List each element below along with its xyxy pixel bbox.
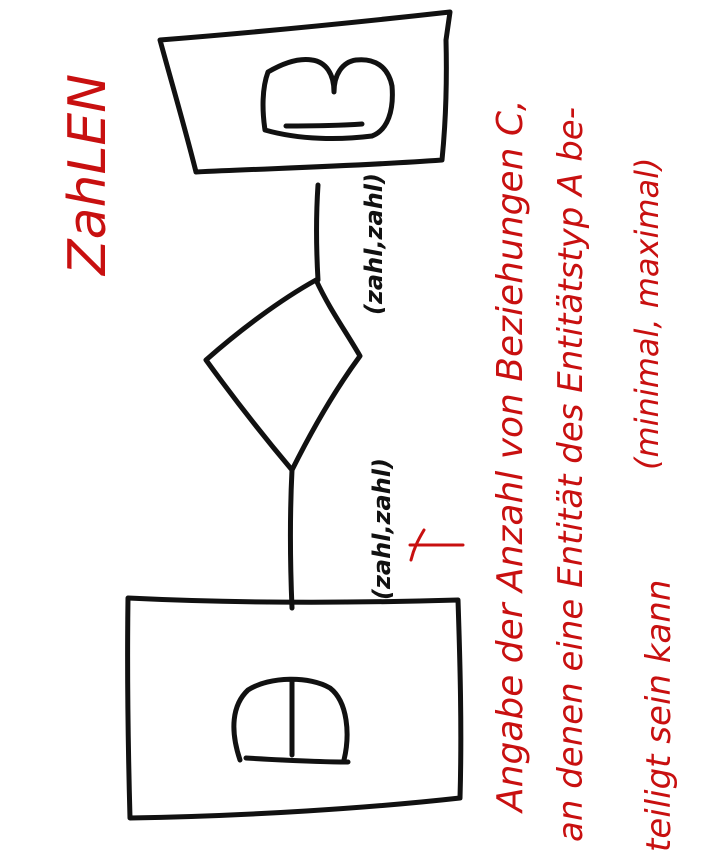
connector-bottom bbox=[288, 467, 295, 611]
annotation-line-2: an denen eine Entität des Entitätstyp A … bbox=[551, 107, 591, 842]
relationship-diamond bbox=[203, 277, 363, 473]
entity-letter-bottom bbox=[231, 676, 351, 765]
entity-box-bottom bbox=[125, 595, 464, 821]
connector-top bbox=[314, 182, 321, 283]
entity-letter-top bbox=[260, 57, 395, 141]
cardinality-lower-label: (zahl,zahl) bbox=[368, 458, 396, 600]
entity-box-top bbox=[157, 9, 453, 175]
title-label: ZahLEN bbox=[58, 74, 118, 277]
annotation-arrow bbox=[408, 528, 465, 562]
annotation-line-3: teiligt sein kann bbox=[639, 580, 679, 852]
annotation-line-1: Angabe der Anzahl von Beziehungen C, bbox=[490, 100, 531, 814]
annotation-line-4: (minimal, maximal) bbox=[628, 158, 666, 471]
cardinality-upper-label: (zahl,zahl) bbox=[360, 173, 388, 315]
